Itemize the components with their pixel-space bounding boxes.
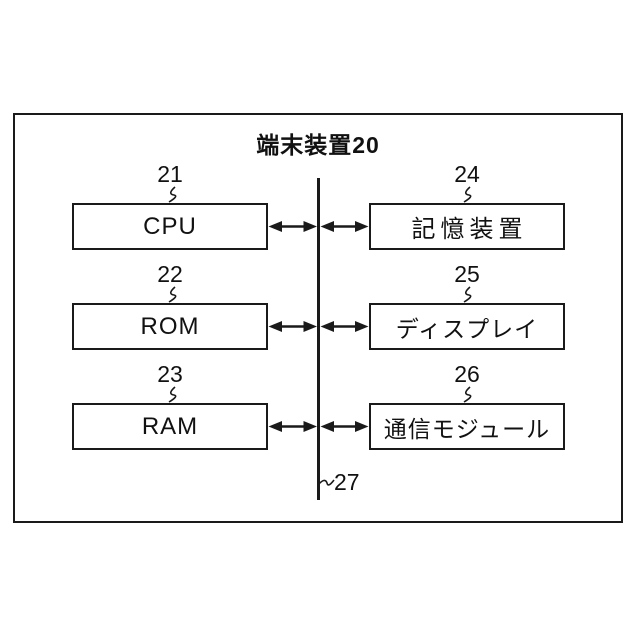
ref-number-bus: 27	[334, 469, 360, 495]
block-communication-module: 通信モジュール	[369, 403, 565, 450]
block-cpu: CPU	[72, 203, 268, 250]
ref-number-storage: 24	[454, 161, 480, 187]
block-storage-device-label: 記憶装置	[411, 216, 528, 243]
figure-title: 端末装置20	[256, 132, 380, 158]
block-rom: ROM	[72, 303, 268, 350]
block-display: ディスプレイ	[369, 303, 565, 350]
ref-number-cpu: 21	[157, 161, 183, 187]
ref-number-ram: 23	[157, 361, 183, 387]
block-rom-label: ROM	[140, 312, 200, 340]
block-communication-module-label: 通信モジュール	[383, 415, 551, 442]
block-cpu-label: CPU	[143, 212, 197, 240]
ref-number-rom: 22	[157, 261, 183, 287]
ref-number-comm-module: 26	[454, 361, 480, 387]
block-ram: RAM	[72, 403, 268, 450]
block-ram-label: RAM	[141, 412, 199, 440]
block-display-label: ディスプレイ	[395, 315, 539, 342]
ref-number-display: 25	[454, 261, 480, 287]
block-storage-device: 記憶装置	[369, 203, 565, 250]
